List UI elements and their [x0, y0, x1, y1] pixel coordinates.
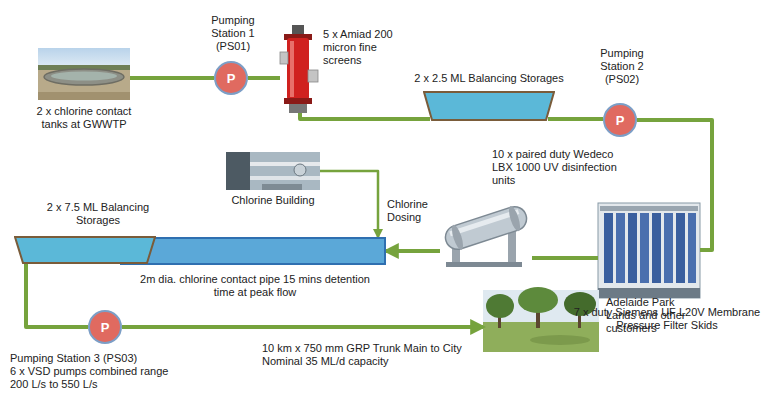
screen-photo: 5 x Amiad 200 micron fine screens [280, 25, 318, 113]
pipe-connector [320, 171, 378, 237]
pump-letter: P [605, 105, 635, 135]
storage-trapezoid: 2 x 2.5 ML Balancing Storages [423, 91, 555, 121]
caption: 2 x 7.5 ML Balancing Storages [30, 201, 166, 227]
pipe-connector [122, 325, 483, 329]
pipe-connector [248, 76, 280, 80]
pipe-connector [26, 264, 88, 327]
tanks-photo: 2 x chlorine contact tanks at GWWTP [38, 48, 130, 100]
edge-label: 10 km x 750 mm GRP Trunk Main to City No… [262, 342, 477, 368]
pump-letter: P [90, 312, 120, 342]
filter-skid-photo: 7 x duty Siemens UF L20V Membrane Pressu… [598, 203, 700, 298]
park-picture [483, 287, 599, 352]
filter-skid-picture [598, 203, 700, 298]
caption: Pumping Station 3 (PS03) [10, 352, 185, 365]
pipe-connector [548, 117, 603, 121]
caption: 5 x Amiad 200 micron fine screens [323, 28, 405, 67]
caption: 2 x 2.5 ML Balancing Storages [402, 72, 576, 85]
pipe-connector [130, 76, 214, 80]
screen-picture [280, 25, 318, 113]
uv-unit-photo: 10 x paired duty Wedeco LBX 1000 UV disi… [440, 192, 532, 268]
caption: 2m dia. chlorine contact pipe 15 mins de… [130, 273, 380, 299]
chlorine-building-picture [226, 152, 320, 190]
pump-circle: PPumping Station 3 (PS03)6 x VSD pumps c… [88, 310, 122, 344]
chlorine-building-photo: Chlorine Building [226, 152, 320, 190]
caption: Pumping Station 1 (PS01) [205, 14, 261, 53]
contact-pipe: 2m dia. chlorine contact pipe 15 mins de… [120, 237, 386, 265]
tanks-picture [38, 48, 130, 100]
trapezoid-outline [14, 236, 156, 264]
pump-circle: Pumping Station 1 (PS01)P [214, 61, 248, 95]
caption: 10 x paired duty Wedeco LBX 1000 UV disi… [492, 148, 628, 187]
pipe-connector [637, 120, 712, 250]
pipe-connector [532, 256, 598, 260]
caption: Chlorine Building [218, 194, 328, 207]
caption: Adelaide Park Lands and other customers [606, 296, 700, 335]
pump-circle: Pumping Station 2 (PS02)P [603, 103, 637, 137]
park-photo: Adelaide Park Lands and other customers [483, 290, 599, 352]
storage-trapezoid: 2 x 7.5 ML Balancing Storages [14, 236, 156, 264]
pump-letter: P [216, 63, 246, 93]
caption: 2 x chlorine contact tanks at GWWTP [27, 105, 141, 131]
uv-unit-picture [442, 203, 530, 267]
caption: 6 x VSD pumps combined range 200 L/s to … [10, 365, 185, 391]
pipe-connector [386, 249, 440, 253]
pipe-connector [300, 113, 430, 119]
trapezoid-outline [423, 91, 555, 121]
edge-label: Chlorine Dosing [387, 198, 439, 224]
caption: Pumping Station 2 (PS02) [594, 47, 650, 86]
